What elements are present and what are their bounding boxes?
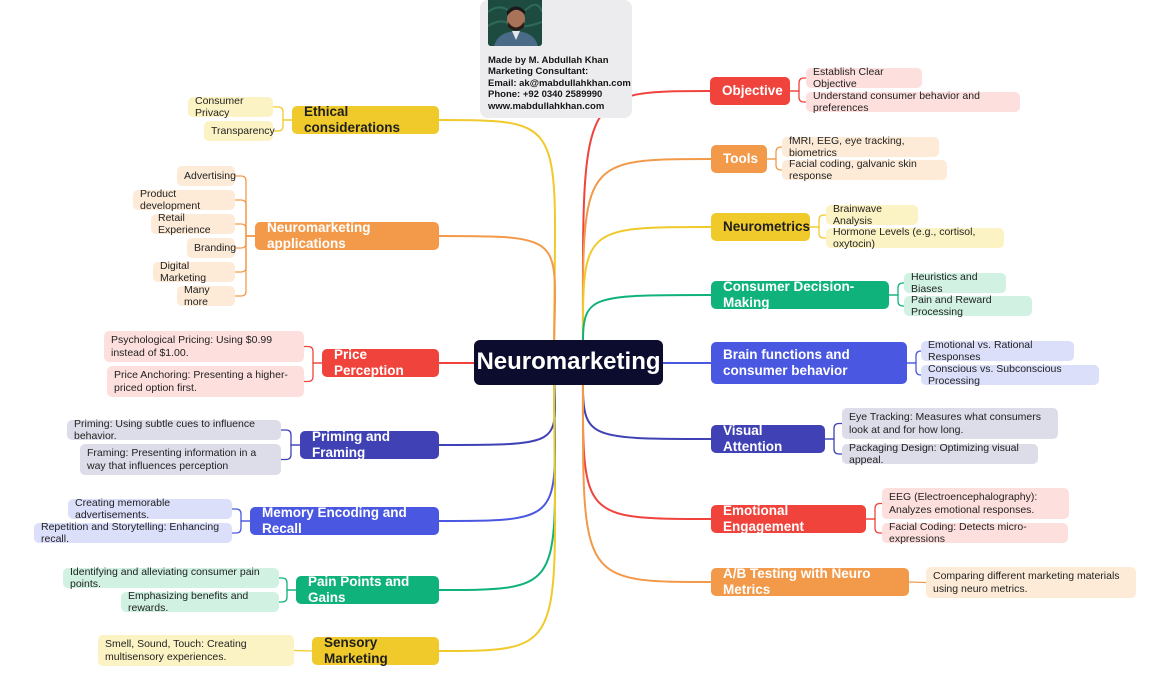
branch-emotional-engagement[interactable]: Emotional Engagement	[711, 503, 866, 534]
connector-neurometrics	[581, 226, 712, 364]
connector-leaf-ab-testing-0	[908, 581, 927, 584]
connector-sensory-marketing	[438, 361, 557, 652]
leaf-hormone-levels[interactable]: Hormone Levels (e.g., cortisol, oxytocin…	[826, 226, 1004, 250]
branch-consumer-decision-making[interactable]: Consumer Decision-Making	[711, 279, 889, 310]
connector-leaf-price-perception-0	[303, 345, 323, 364]
leaf-establish-clear-objective[interactable]: Establish Clear Objective	[806, 66, 922, 90]
leaf-understand-consumer-behavior[interactable]: Understand consumer behavior and prefere…	[806, 90, 1020, 114]
connector-leaf-ethical-considerations-0	[272, 106, 293, 121]
connector-leaf-sensory-marketing-0	[293, 649, 313, 652]
leaf-emotional-vs-rational[interactable]: Emotional vs. Rational Responses	[921, 339, 1074, 363]
author-website[interactable]: www.mabdullahkhan.com	[488, 100, 605, 112]
leaf-product-development[interactable]: Product development	[133, 188, 235, 212]
branch-neurometrics[interactable]: Neurometrics	[711, 213, 810, 241]
connector-leaf-neuromarketing-applications-3	[234, 235, 256, 249]
leaf-identifying-pain-points[interactable]: Identifying and alleviating consumer pai…	[63, 566, 279, 590]
branch-price-perception[interactable]: Price Perception	[322, 347, 439, 378]
leaf-emphasizing-benefits[interactable]: Emphasizing benefits and rewards.	[121, 590, 279, 614]
branch-priming-and-framing[interactable]: Priming and Framing	[300, 429, 439, 460]
branch-objective[interactable]: Objective	[710, 77, 790, 105]
leaf-branding[interactable]: Branding	[187, 238, 236, 258]
connector-leaf-visual-attention-0	[824, 422, 843, 440]
branch-brain-functions[interactable]: Brain functions and consumer behavior	[711, 342, 907, 384]
connector-ab-testing	[581, 361, 712, 583]
branch-ethical-considerations[interactable]: Ethical considerations	[292, 104, 439, 135]
author-phone: Phone: +92 0340 2589990	[488, 89, 603, 101]
central-topic[interactable]: Neuromarketing	[474, 340, 663, 385]
branch-memory-encoding[interactable]: Memory Encoding and Recall	[250, 505, 439, 536]
leaf-packaging-design[interactable]: Packaging Design: Optimizing visual appe…	[842, 442, 1038, 466]
leaf-advertising[interactable]: Advertising	[177, 166, 236, 186]
leaf-price-anchoring[interactable]: Price Anchoring: Presenting a higher-pri…	[107, 366, 304, 397]
leaf-eeg-emotional-responses[interactable]: EEG (Electroencephalography): Analyzes e…	[882, 488, 1069, 519]
connector-tools	[581, 158, 712, 364]
connector-leaf-ethical-considerations-1	[272, 119, 293, 132]
connector-leaf-priming-and-framing-0	[280, 429, 301, 446]
leaf-many-more[interactable]: Many more	[177, 284, 235, 308]
connector-leaf-neuromarketing-applications-0	[234, 175, 256, 237]
branch-sensory-marketing[interactable]: Sensory Marketing	[312, 635, 439, 666]
leaf-digital-marketing[interactable]: Digital Marketing	[153, 260, 235, 284]
author-email[interactable]: Email: ak@mabdullahkhan.com	[488, 77, 631, 89]
connector-leaf-visual-attention-1	[824, 438, 843, 455]
connector-leaf-pain-points-0	[278, 577, 297, 591]
branch-visual-attention[interactable]: Visual Attention	[711, 423, 825, 454]
connector-leaf-price-perception-1	[303, 362, 323, 383]
branch-pain-points[interactable]: Pain Points and Gains	[296, 574, 439, 605]
connector-neuromarketing-applications	[438, 235, 557, 364]
leaf-framing[interactable]: Framing: Presenting information in a way…	[80, 444, 281, 475]
leaf-consumer-privacy[interactable]: Consumer Privacy	[188, 95, 273, 119]
connector-leaf-consumer-decision-making-0	[888, 282, 905, 296]
connector-leaf-memory-encoding-1	[231, 520, 251, 534]
connector-leaf-tools-0	[766, 146, 783, 160]
connector-leaf-objective-1	[789, 90, 807, 103]
branch-ab-testing[interactable]: A/B Testing with Neuro Metrics	[711, 566, 909, 597]
leaf-retail-experience[interactable]: Retail Experience	[151, 212, 235, 236]
connector-leaf-neurometrics-0	[809, 214, 827, 228]
connector-pain-points	[438, 361, 557, 591]
author-role: Marketing Consultant:	[488, 66, 589, 78]
leaf-conscious-vs-subconscious[interactable]: Conscious vs. Subconscious Processing	[921, 363, 1099, 387]
leaf-transparency[interactable]: Transparency	[204, 121, 275, 141]
author-details: Made by M. Abdullah Khan Marketing Consu…	[488, 55, 631, 112]
connector-leaf-objective-0	[789, 77, 807, 92]
connector-leaf-neuromarketing-applications-1	[234, 199, 256, 237]
connector-leaf-brain-functions-1	[906, 362, 922, 376]
branch-tools[interactable]: Tools	[711, 145, 767, 173]
connector-leaf-emotional-engagement-0	[865, 502, 883, 520]
leaf-fmri-eeg[interactable]: fMRI, EEG, eye tracking, biometrics	[782, 135, 939, 159]
connector-leaf-consumer-decision-making-1	[888, 294, 905, 307]
connector-leaf-neuromarketing-applications-4	[234, 235, 256, 273]
connector-emotional-engagement	[581, 361, 712, 520]
leaf-memorable-advertisements[interactable]: Creating memorable advertisements.	[68, 497, 232, 521]
author-name: Made by M. Abdullah Khan	[488, 55, 609, 66]
connector-leaf-tools-1	[766, 158, 783, 171]
leaf-heuristics-and-biases[interactable]: Heuristics and Biases	[904, 271, 1006, 295]
leaf-facial-coding-gsr[interactable]: Facial coding, galvanic skin response	[782, 158, 947, 182]
leaf-repetition-storytelling[interactable]: Repetition and Storytelling: Enhancing r…	[34, 521, 232, 545]
author-card: Made by M. Abdullah Khan Marketing Consu…	[480, 0, 632, 118]
leaf-psychological-pricing[interactable]: Psychological Pricing: Using $0.99 inste…	[104, 331, 304, 362]
leaf-brainwave-analysis[interactable]: Brainwave Analysis	[826, 203, 918, 227]
connector-leaf-emotional-engagement-1	[865, 518, 883, 534]
connector-leaf-neurometrics-1	[809, 226, 827, 239]
leaf-pain-and-reward-processing[interactable]: Pain and Reward Processing	[904, 294, 1032, 318]
branch-neuromarketing-applications[interactable]: Neuromarketing applications	[255, 220, 439, 251]
connector-ethical-considerations	[438, 119, 557, 364]
leaf-smell-sound-touch[interactable]: Smell, Sound, Touch: Creating multisenso…	[98, 635, 294, 666]
connector-leaf-neuromarketing-applications-2	[234, 223, 256, 237]
connector-leaf-neuromarketing-applications-5	[234, 235, 256, 297]
leaf-comparing-marketing-materials[interactable]: Comparing different marketing materials …	[926, 567, 1136, 598]
leaf-facial-coding-micro-expressions[interactable]: Facial Coding: Detects micro-expressions	[882, 521, 1068, 545]
leaf-priming[interactable]: Priming: Using subtle cues to influence …	[67, 418, 281, 442]
leaf-eye-tracking[interactable]: Eye Tracking: Measures what consumers lo…	[842, 408, 1058, 439]
connector-leaf-memory-encoding-0	[231, 508, 251, 522]
connector-leaf-pain-points-1	[278, 589, 297, 603]
connector-memory-encoding	[438, 361, 557, 522]
author-photo	[488, 0, 542, 46]
connector-leaf-priming-and-framing-1	[280, 444, 301, 461]
connector-leaf-brain-functions-0	[906, 350, 922, 364]
